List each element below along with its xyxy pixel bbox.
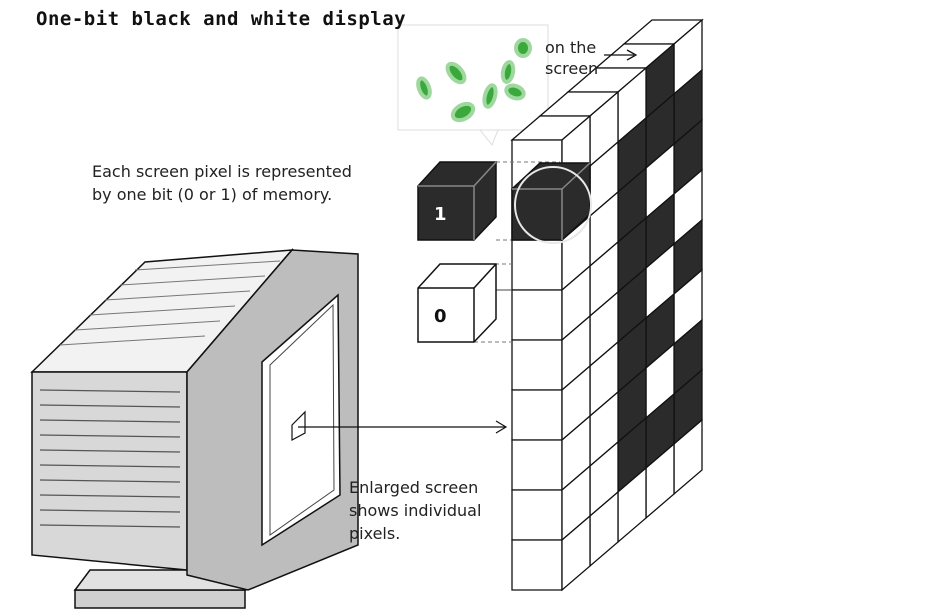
enlarged-screen-caption: Enlarged screen shows individual pixels. xyxy=(349,476,481,545)
green-cells xyxy=(416,38,532,123)
thumbnail-pointer xyxy=(478,129,499,146)
pixel-bit-caption-line2: by one bit (0 or 1) of memory. xyxy=(92,185,333,204)
bit-guide-lines xyxy=(474,161,560,343)
grid-front-cell xyxy=(511,439,563,491)
on-screen-caption: on the screen xyxy=(545,37,598,79)
screen-thumbnail xyxy=(397,24,549,146)
monitor-side xyxy=(31,371,188,571)
grid-front-cell xyxy=(511,339,563,391)
on-screen-caption-line1: on the xyxy=(545,38,597,57)
pixel-bit-caption-line1: Each screen pixel is represented xyxy=(92,162,352,181)
page-title: One-bit black and white display xyxy=(36,8,407,30)
enlarge-arrow xyxy=(298,420,508,434)
enlarged-caption-line3: pixels. xyxy=(349,524,401,543)
grid-front-cell xyxy=(511,289,563,341)
pixel-bit-caption: Each screen pixel is represented by one … xyxy=(92,160,352,206)
monitor-stand xyxy=(74,589,246,609)
grid-front-cell xyxy=(511,389,563,441)
highlight-halo xyxy=(514,166,592,244)
grid-front-cell xyxy=(511,489,563,541)
screen-pixel-marker xyxy=(291,410,306,442)
bit-zero-label: 0 xyxy=(434,306,447,327)
highlighted-grid-pixel xyxy=(511,162,591,241)
enlarged-caption-line1: Enlarged screen xyxy=(349,478,479,497)
enlarged-caption-line2: shows individual xyxy=(349,501,482,520)
grid-front-cell xyxy=(511,239,563,291)
monitor-top-vents xyxy=(59,260,281,346)
on-screen-caption-line2: screen xyxy=(545,59,599,78)
grid-side-cell xyxy=(561,514,591,592)
monitor-side-vents xyxy=(39,389,181,528)
bit-zero-cube xyxy=(417,263,497,343)
grid-front-cell xyxy=(511,539,563,591)
monitor xyxy=(30,247,359,609)
bit-one-label: 1 xyxy=(434,204,447,225)
screen-pointer-arrow xyxy=(604,49,638,61)
bit-one-cube xyxy=(417,161,497,241)
